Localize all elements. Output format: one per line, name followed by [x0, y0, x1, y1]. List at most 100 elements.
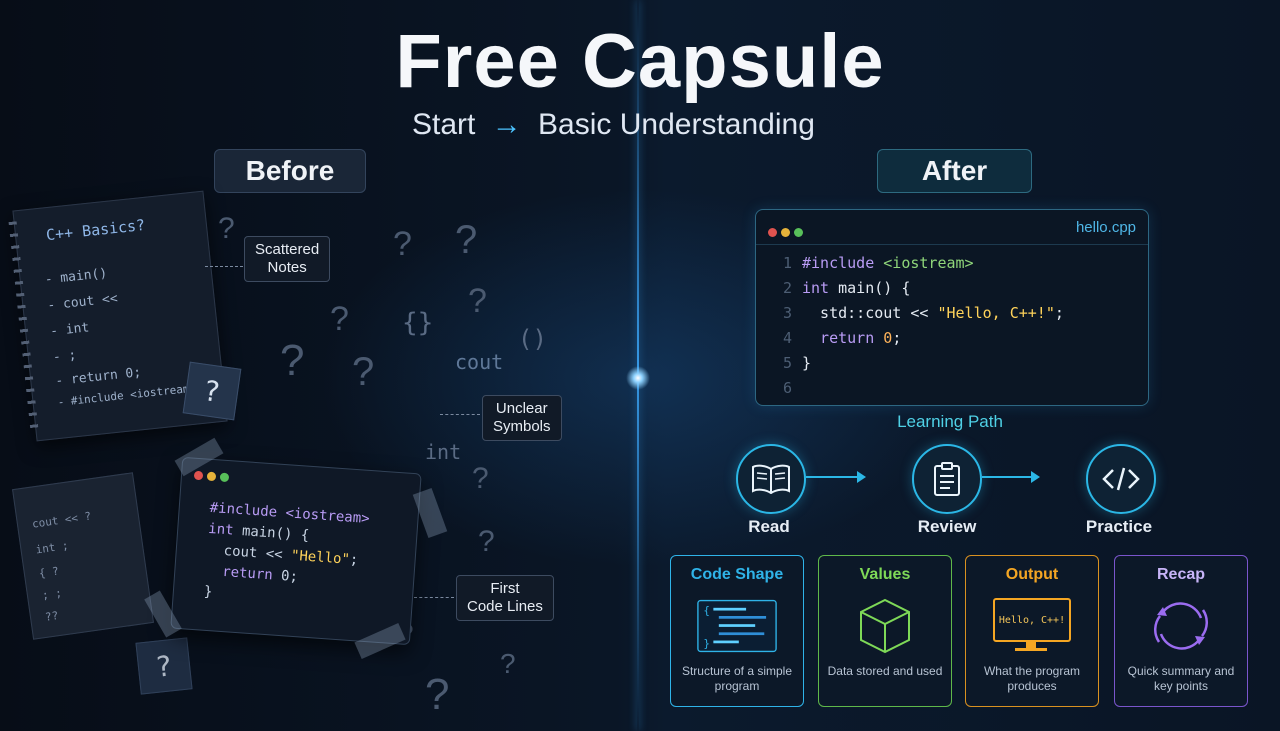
code-brackets-icon-graphic: [1102, 467, 1140, 491]
notebook-title: C++ Basics?: [45, 215, 146, 245]
code-text: main() {: [233, 522, 310, 544]
editor-filename: hello.cpp: [1075, 219, 1136, 236]
question-mark-icon: ?: [280, 336, 305, 385]
code-token: 0: [883, 328, 893, 347]
callout-line: Notes: [267, 259, 307, 276]
editor-title-bar: hello.cpp: [756, 210, 1148, 245]
card-description: Structure of a simple program: [681, 664, 793, 693]
center-glow: [626, 366, 650, 390]
callout-line: Scattered: [255, 241, 320, 258]
question-mark-icon: ?: [468, 282, 487, 320]
code-token: <iostream>: [883, 253, 974, 272]
code-line: 6: [756, 375, 1148, 400]
code-string: "Hello": [290, 547, 351, 568]
code-token: ;: [1054, 303, 1064, 322]
question-mark-icon: ?: [500, 648, 516, 679]
card-description: Data stored and used: [827, 664, 943, 678]
callout-first-code-lines: First Code Lines: [456, 575, 554, 621]
line-content: std::cout << "Hello, C++!";: [802, 304, 1064, 322]
code-token: [874, 329, 883, 347]
line-number: 5: [782, 353, 792, 372]
line-number: 3: [782, 303, 792, 322]
code-line: 1 #include <iostream>: [756, 250, 1148, 275]
question-mark-icon: ?: [352, 350, 375, 394]
code-token: int: [802, 278, 830, 297]
book-icon-graphic: [752, 464, 790, 494]
maximize-dot-icon: [219, 472, 230, 483]
card-description: What the program produces: [983, 664, 1081, 693]
clipboard-icon-graphic: [934, 462, 960, 496]
subtitle-end: Basic Understanding: [538, 108, 815, 141]
line-number: 2: [782, 278, 792, 297]
close-dot-icon: [768, 228, 777, 237]
card-output: Output Hello, C++! What the program prod…: [965, 555, 1099, 707]
paper-line: { ?: [38, 564, 60, 581]
callout-line: Code Lines: [467, 598, 543, 615]
notebook-line: - ;: [52, 347, 78, 366]
step-label-read: Read: [748, 517, 790, 536]
line-number: 1: [782, 253, 792, 272]
card-title: Output: [1005, 566, 1059, 583]
window-controls: [768, 222, 807, 241]
book-icon: [736, 444, 806, 514]
sketch-code: #include <iostream>int main() { cout << …: [203, 498, 370, 614]
step-label-review: Review: [917, 517, 977, 536]
question-mark-icon: ?: [472, 462, 489, 495]
card-values: Values Data stored and used: [818, 555, 952, 707]
code-editor-window: hello.cpp 1 #include <iostream> 2 int main(…: [755, 209, 1149, 406]
code-text: ;: [349, 551, 359, 569]
paper-line: cout << ?: [31, 509, 93, 531]
question-mark-icon: ?: [393, 225, 412, 263]
symbol-braces: {}: [402, 308, 434, 338]
card-title: Values: [859, 566, 911, 583]
code-keyword: return: [204, 562, 274, 584]
symbol-int: int: [425, 440, 462, 464]
symbol-cout: cout: [455, 350, 504, 374]
minimize-dot-icon: [781, 228, 790, 237]
card-title: Code Shape: [690, 566, 784, 583]
subtitle-start: Start: [412, 108, 476, 141]
code-token: ;: [892, 328, 902, 347]
card-code-shape: Code Shape { } Structure of a simple pro…: [670, 555, 804, 707]
paper-line: ??: [44, 609, 60, 624]
question-mark-icon: ?: [455, 218, 478, 262]
page-title: Free Capsule: [395, 19, 885, 104]
code-line: 5}: [756, 350, 1148, 375]
svg-text:{: {: [703, 604, 710, 617]
line-number: 4: [782, 328, 792, 347]
center-divider: [637, 0, 639, 731]
callout-line: First: [490, 580, 520, 597]
line-content: int main() {: [802, 279, 910, 297]
before-label: Before: [214, 149, 366, 193]
code-line: 3 std::cout << "Hello, C++!";: [756, 300, 1148, 325]
code-structure-graphic: { }: [697, 599, 777, 653]
cube-icon: [845, 594, 925, 658]
after-label: After: [877, 149, 1032, 193]
callout-unclear-symbols: Unclear Symbols: [482, 395, 562, 441]
monitor-base: [1015, 648, 1047, 651]
question-mark-icon: ?: [330, 300, 349, 338]
code-line: 4 return 0;: [756, 325, 1148, 350]
code-token: #include: [802, 253, 884, 272]
path-arrow-icon: [982, 471, 1040, 483]
callout-line: Unclear: [495, 400, 548, 417]
sketch-code-window: #include <iostream>int main() { cout << …: [170, 456, 422, 646]
notebook-line: - main(): [44, 266, 108, 288]
code-structure-icon: { }: [697, 594, 777, 658]
code-text: cout <<: [206, 541, 292, 564]
code-token: main() {: [829, 278, 911, 297]
step-label-practice: Practice: [1085, 517, 1153, 536]
spiral-binding: [8, 221, 39, 431]
clipboard-icon: [912, 444, 982, 514]
code-text: 0;: [272, 567, 299, 586]
minimize-dot-icon: [206, 471, 217, 482]
notebook-line: - int: [49, 320, 90, 340]
callout-line: Symbols: [493, 418, 551, 435]
monitor-screen: Hello, C++!: [993, 598, 1071, 642]
question-sticky-note: ?: [182, 361, 242, 421]
line-content: #include <iostream>: [802, 254, 974, 272]
learning-path-title: Learning Path: [897, 412, 1003, 431]
code-token: std::cout <<: [802, 303, 938, 322]
path-arrow-icon: [806, 471, 866, 483]
notebook-line: - cout <<: [46, 291, 119, 314]
